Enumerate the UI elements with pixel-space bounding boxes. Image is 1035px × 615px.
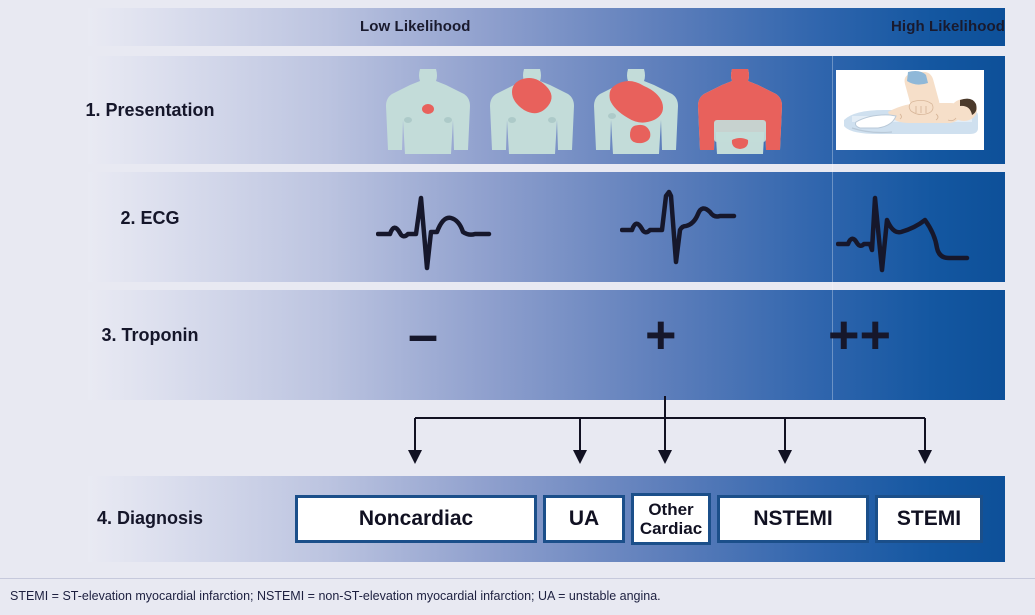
torso-pain-broad-icon [594, 64, 678, 156]
torso-pain-extensive-icon [698, 64, 782, 156]
ecg-st-elevation-icon [836, 182, 992, 274]
cpr-resuscitation-icon [836, 70, 984, 150]
diagnosis-box-noncardiac[interactable]: Noncardiac [295, 495, 537, 543]
troponin-positive: + [645, 305, 677, 365]
diagnosis-box-stemi[interactable]: STEMI [875, 495, 983, 543]
diagnosis-arrow-tree [380, 396, 960, 468]
diagnosis-box-nstemi[interactable]: NSTEMI [717, 495, 869, 543]
diagnosis-label-other-cardiac-line1: Other [648, 500, 694, 519]
row-label-diagnosis: 4. Diagnosis [96, 508, 204, 528]
row-label-presentation: 1. Presentation [85, 100, 215, 120]
torso-pain-pinpoint-icon [386, 64, 470, 156]
diagnosis-box-ua[interactable]: UA [543, 495, 625, 543]
diagnosis-label-other-cardiac: Other Cardiac [640, 500, 702, 538]
column-divider [832, 56, 833, 400]
ecg-row-band [88, 172, 1005, 282]
troponin-strongly-positive: ++ [828, 305, 892, 365]
troponin-row-band [88, 290, 1005, 400]
low-likelihood-label: Low Likelihood [360, 18, 471, 35]
diagnosis-box-other-cardiac[interactable]: Other Cardiac [631, 493, 711, 545]
diagnosis-label-noncardiac: Noncardiac [358, 507, 474, 530]
high-likelihood-label: High Likelihood [891, 18, 1005, 35]
diagnosis-label-nstemi: NSTEMI [753, 507, 833, 530]
ecg-normal-icon [376, 182, 512, 274]
header-gradient-band [88, 8, 1005, 46]
torso-pain-upper-icon [490, 64, 574, 156]
diagnosis-label-stemi: STEMI [896, 507, 962, 530]
diagnosis-label-ua: UA [568, 507, 600, 530]
footnote-divider [0, 578, 1035, 579]
ecg-st-depression-icon [620, 182, 756, 274]
footnote-abbreviations: STEMI = ST-elevation myocardial infarcti… [10, 589, 661, 603]
row-label-ecg: 2. ECG [120, 208, 180, 228]
row-label-troponin: 3. Troponin [101, 325, 199, 345]
diagnosis-label-other-cardiac-line2: Cardiac [639, 519, 703, 538]
troponin-negative: – [408, 305, 439, 365]
